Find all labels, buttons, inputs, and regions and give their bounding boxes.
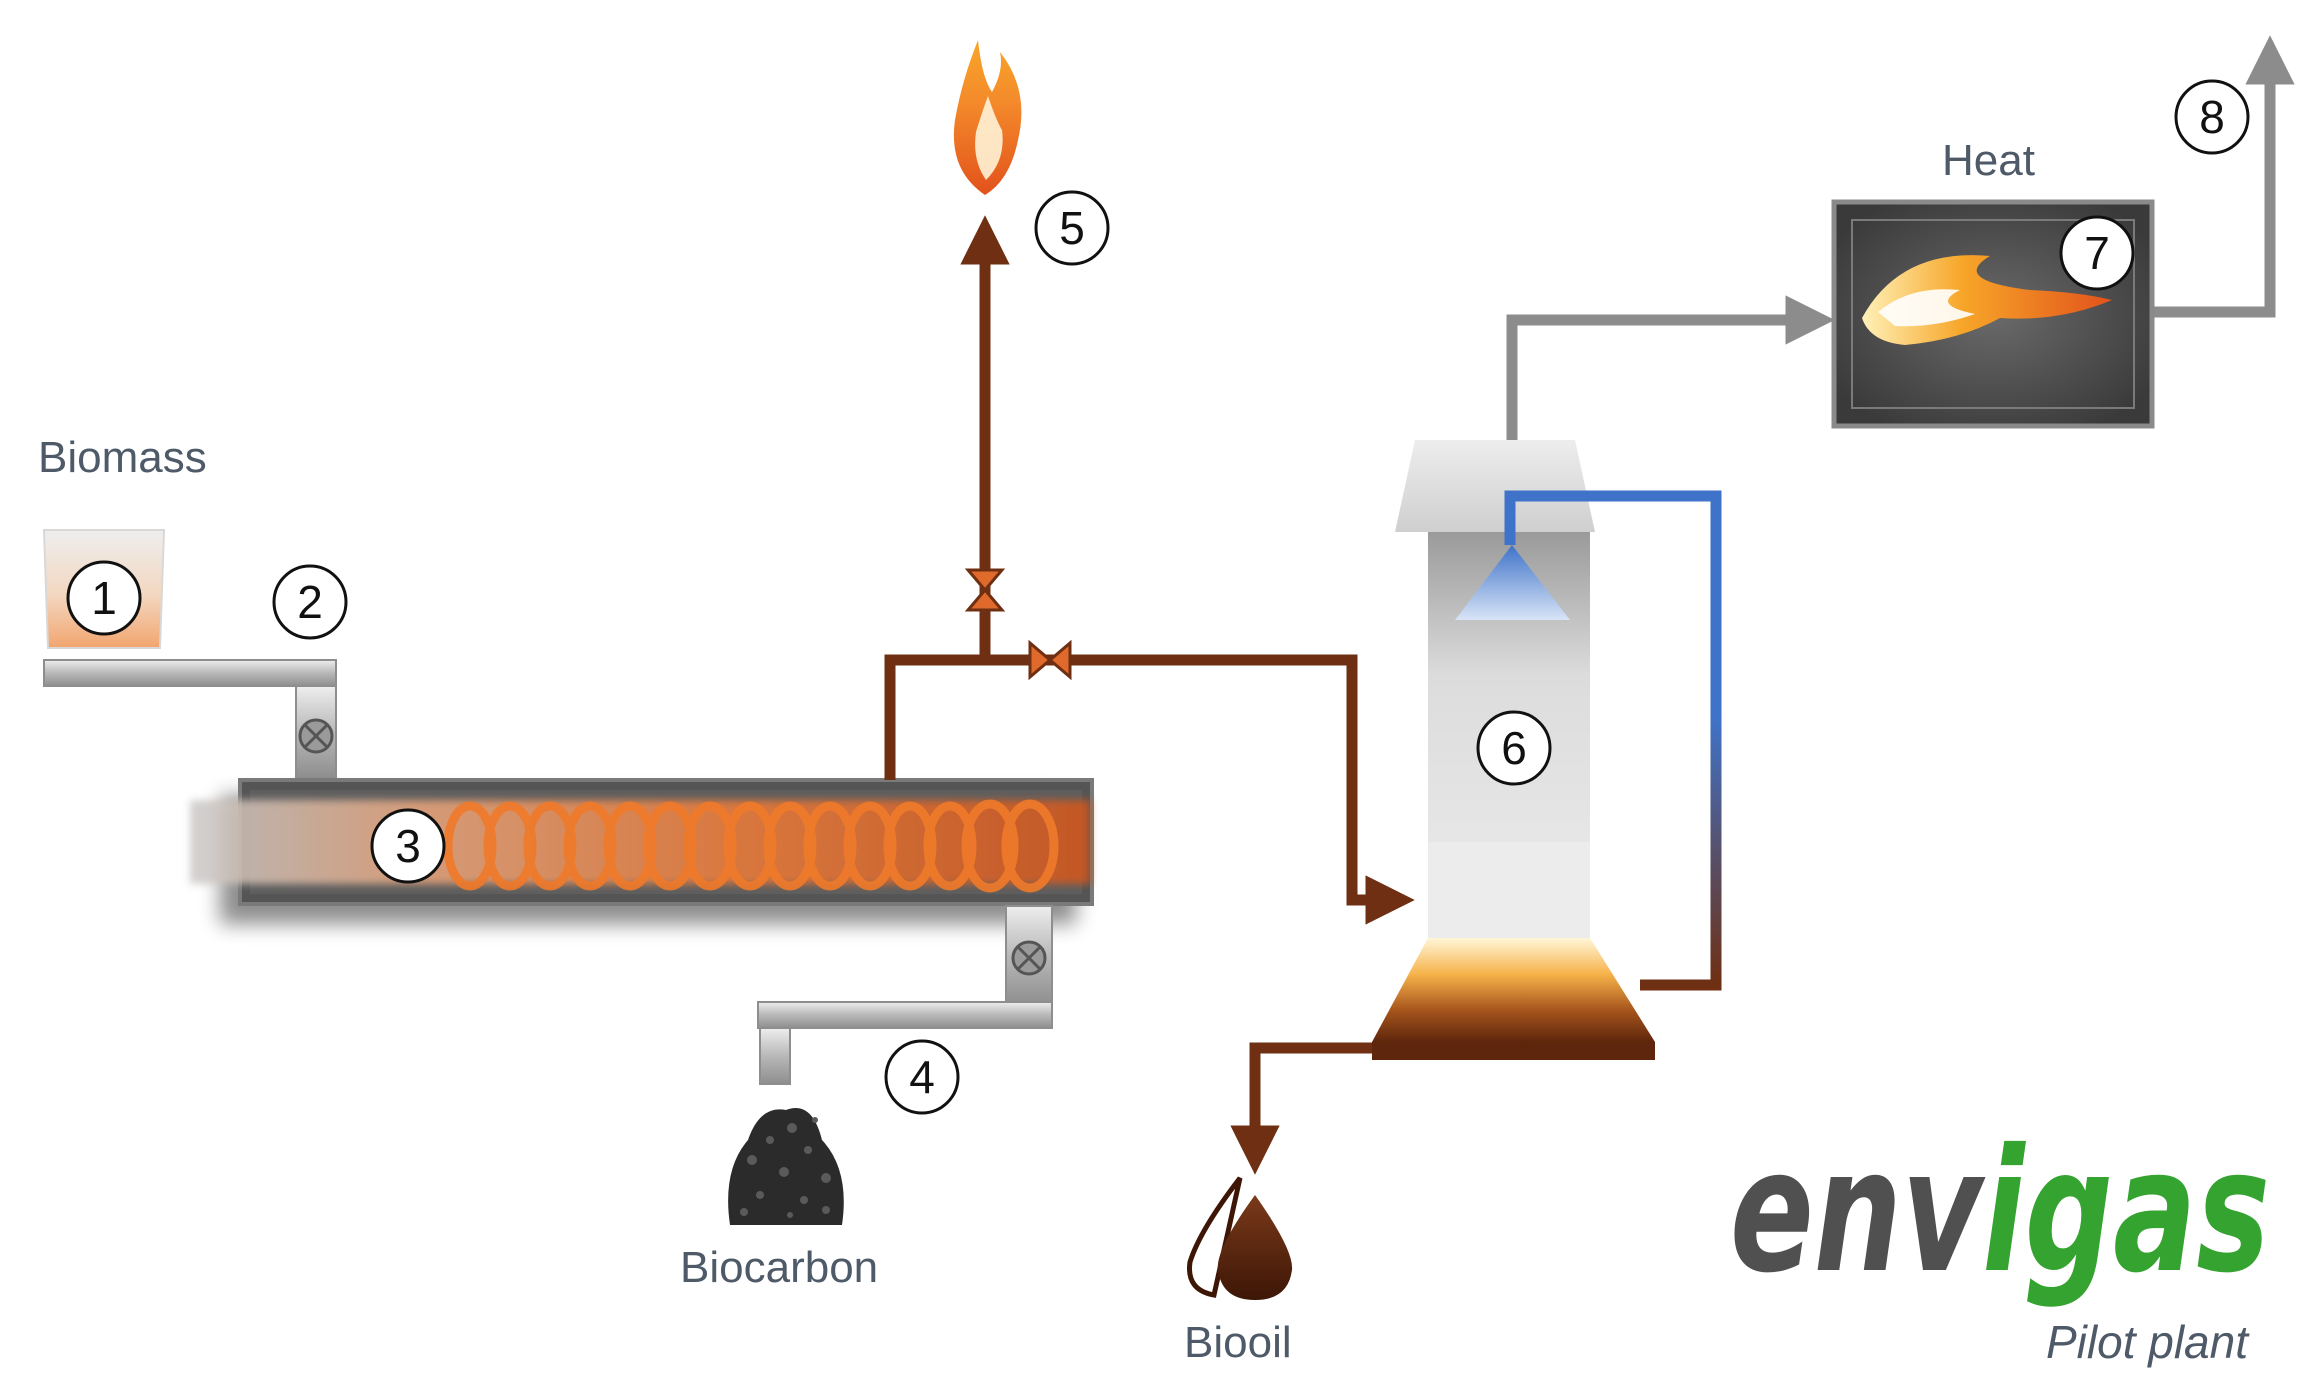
marker-3-text: 3 [395, 820, 421, 872]
marker-4: 4 [884, 1039, 960, 1115]
valve-condenser [1028, 639, 1072, 681]
marker-8: 8 [2174, 79, 2250, 155]
logo-wordmark: envigas [1730, 1113, 2270, 1311]
rotary-valve-feed [298, 718, 334, 754]
marker-3: 3 [370, 808, 446, 884]
valve-flare [964, 568, 1006, 612]
logo-subtitle: Pilot plant [2046, 1316, 2250, 1368]
marker-7: 7 [2059, 215, 2135, 291]
biocarbon-pile-icon [728, 1108, 844, 1225]
pyrolysis-reactor [190, 778, 1094, 906]
logo-text-env: env [1730, 1113, 1986, 1311]
reactor-screw-coil [443, 799, 1059, 893]
marker-4-text: 4 [909, 1051, 935, 1103]
biooil-drop-icon [1187, 1176, 1293, 1300]
marker-5-text: 5 [1059, 202, 1085, 254]
label-biomass: Biomass [38, 433, 207, 482]
marker-2: 2 [272, 564, 348, 640]
coolant-loop [1504, 490, 1722, 991]
envigas-logo: envigas Pilot plant [1730, 1113, 2270, 1368]
label-biooil: Biooil [1184, 1318, 1292, 1367]
flare-flame-icon [953, 40, 1022, 195]
marker-5: 5 [1034, 190, 1110, 266]
feed-conveyor [43, 659, 337, 779]
furnace-flame-icon [1862, 255, 2112, 345]
marker-1-text: 1 [91, 572, 117, 624]
marker-6-text: 6 [1501, 722, 1527, 774]
marker-6: 6 [1476, 710, 1552, 786]
logo-text-igas: igas [1982, 1113, 2270, 1311]
biooil-drain-line [1230, 1042, 1375, 1175]
label-biocarbon: Biocarbon [680, 1243, 878, 1292]
spray-nozzle [1455, 545, 1570, 620]
label-heat: Heat [1942, 136, 2035, 185]
marker-8-text: 8 [2199, 91, 2225, 143]
rotary-valve-discharge [1011, 940, 1047, 976]
marker-7-text: 7 [2084, 227, 2110, 279]
marker-2-text: 2 [297, 576, 323, 628]
gas-line-to-condenser [884, 654, 1415, 925]
marker-1: 1 [66, 560, 142, 636]
